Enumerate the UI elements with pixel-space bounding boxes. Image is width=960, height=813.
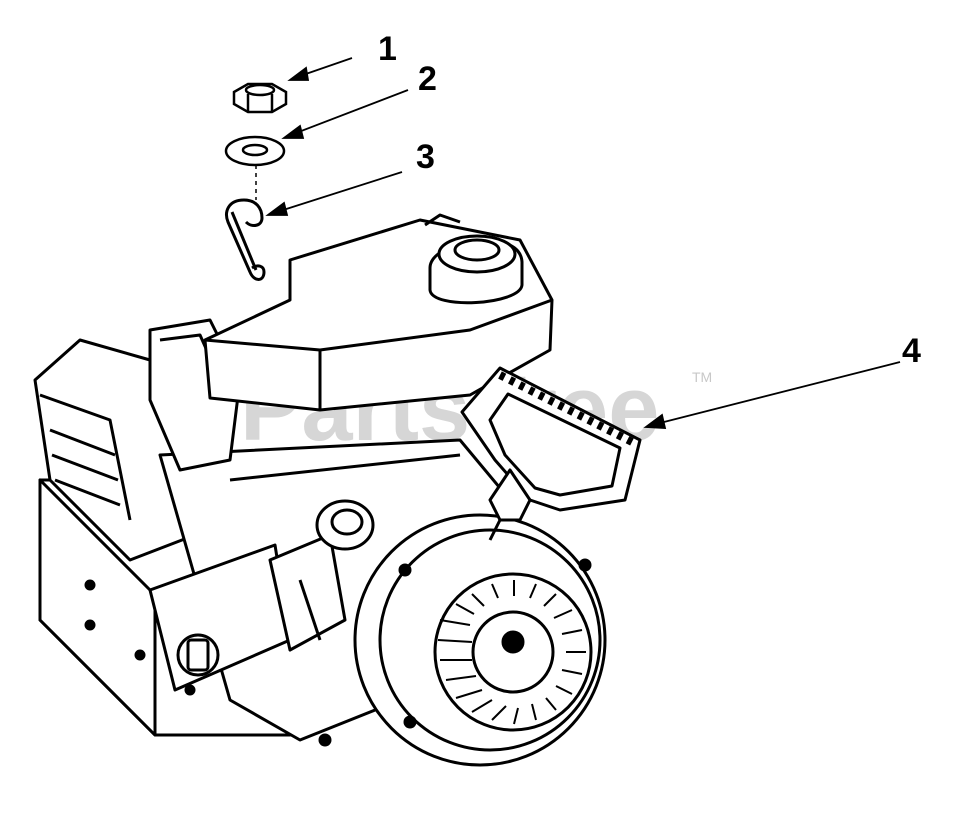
callout-4[interactable]: 4	[902, 332, 921, 370]
watermark-trademark: TM	[692, 369, 712, 385]
callout-2[interactable]: 2	[418, 60, 437, 98]
leader-lines	[265, 57, 901, 429]
callout-3[interactable]: 3	[416, 138, 435, 176]
part-starter-handle[interactable]	[460, 366, 642, 541]
callout-labels: 1 2 3 4	[378, 30, 921, 370]
part-nut[interactable]	[232, 82, 288, 114]
recoil-vents	[437, 580, 586, 725]
part-cable-guide[interactable]	[225, 198, 266, 281]
engine-assembly	[33, 213, 607, 767]
part-washer[interactable]	[224, 135, 286, 167]
callout-1[interactable]: 1	[378, 30, 397, 68]
